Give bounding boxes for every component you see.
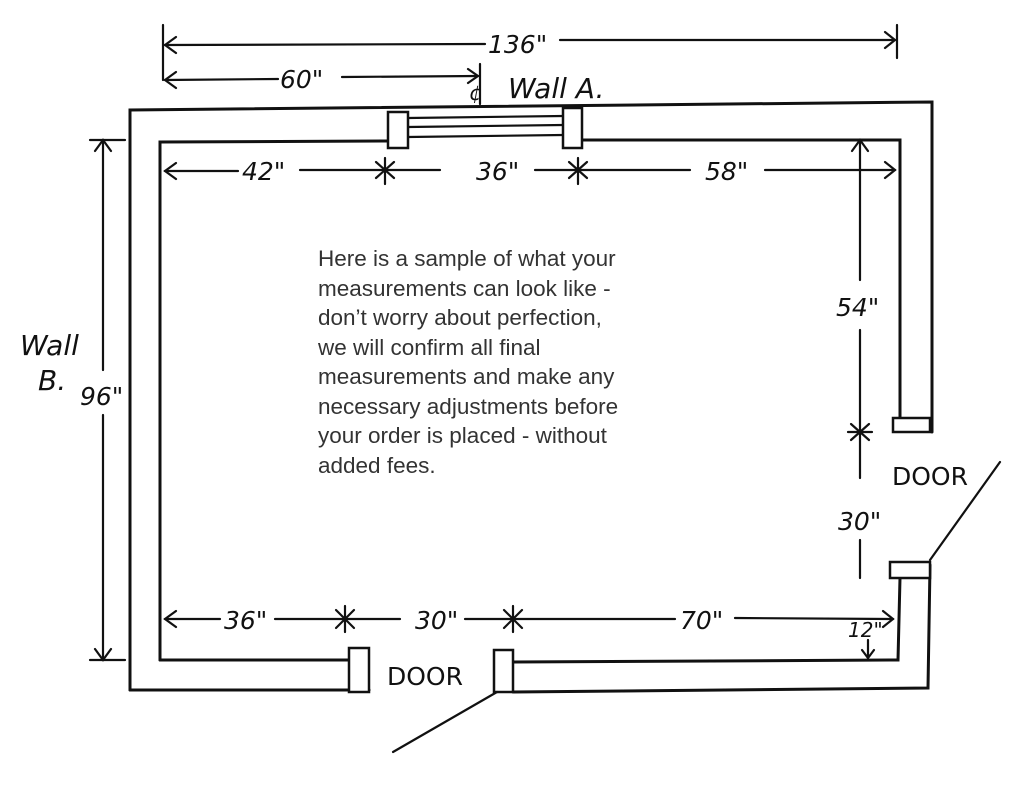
bottom-door-width-label: 30" bbox=[415, 606, 458, 635]
bottom-seg3-label: 70" bbox=[680, 606, 723, 635]
top-seg3-label: 58" bbox=[705, 157, 748, 186]
top-seg1-label: 42" bbox=[242, 157, 285, 186]
instruction-note: Here is a sample of what your measuremen… bbox=[318, 244, 718, 480]
note-line: Here is a sample of what your bbox=[318, 246, 616, 271]
right-seg1-label: 54" bbox=[836, 293, 879, 322]
right-dimensions: 54" 30" DOOR 12" bbox=[836, 138, 968, 660]
window bbox=[386, 106, 584, 150]
dimension-60: 60" ¢ Wall A. bbox=[163, 62, 604, 106]
note-line: don’t worry about perfection, bbox=[318, 305, 602, 330]
wall-b-label-line1: Wall bbox=[20, 329, 79, 362]
note-line: measurements can look like - bbox=[318, 275, 611, 301]
right-door bbox=[888, 416, 1002, 580]
top-window-label: 36" bbox=[476, 157, 519, 186]
note-line: we will confirm all final bbox=[318, 334, 541, 360]
wall-b-length-label: 96" bbox=[80, 382, 123, 411]
dimension-136: 136" bbox=[161, 23, 899, 82]
centerline-symbol: ¢ bbox=[469, 81, 482, 105]
bottom-seg1-label: 36" bbox=[224, 606, 267, 635]
bottom-dimensions: 36" 30" 70" DOOR bbox=[163, 604, 895, 691]
note-line: added fees. bbox=[318, 452, 436, 478]
bottom-offset-label: 12" bbox=[848, 618, 883, 642]
wall-b-dimension: Wall B. 96" bbox=[20, 138, 127, 662]
overall-width-label: 136" bbox=[488, 30, 547, 59]
outer-wall bbox=[128, 100, 934, 694]
wall-b-label-line2: B. bbox=[38, 364, 66, 397]
bottom-door-label: DOOR bbox=[387, 662, 463, 691]
wall-a-label: Wall A. bbox=[508, 72, 604, 105]
top-inner-dimensions: 42" 36" 58" bbox=[163, 156, 897, 186]
note-line: your order is placed - without bbox=[318, 423, 607, 448]
inner-wall bbox=[158, 138, 902, 664]
right-door-width-label: 30" bbox=[838, 507, 881, 536]
bottom-door bbox=[347, 646, 515, 754]
note-line: measurements and make any bbox=[318, 364, 615, 389]
centerline-offset-label: 60" bbox=[280, 65, 323, 94]
note-line: necessary adjustments before bbox=[318, 393, 619, 419]
right-door-label: DOOR bbox=[892, 462, 968, 491]
